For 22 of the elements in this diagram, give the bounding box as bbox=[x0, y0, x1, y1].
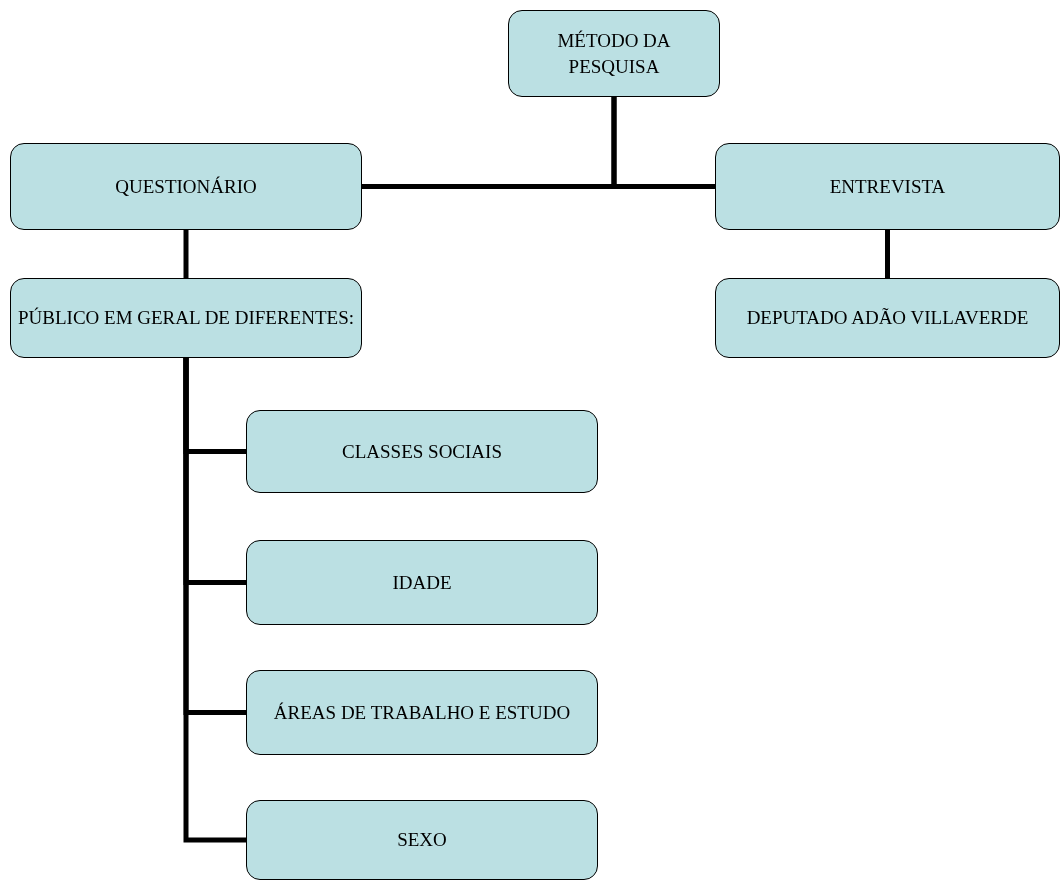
process-box bbox=[246, 800, 598, 880]
process-box bbox=[10, 278, 362, 358]
box-label: ÁREAS DE TRABALHO E ESTUDO bbox=[273, 700, 571, 725]
process-box bbox=[508, 10, 720, 97]
process-box bbox=[246, 670, 598, 755]
box-label: SEXO bbox=[397, 828, 447, 852]
process-box bbox=[715, 143, 1060, 230]
connector-line bbox=[183, 230, 189, 278]
connector-line bbox=[611, 97, 715, 189]
connector-line bbox=[885, 230, 890, 278]
box-label: MÉTODO DA PESQUISA bbox=[556, 28, 672, 79]
box-label: PÚBLICO EM GERAL DE DIFERENTES: bbox=[18, 306, 354, 330]
box-label: DEPUTADO ADÃO VILLAVERDE bbox=[746, 306, 1029, 330]
process-box bbox=[246, 410, 598, 493]
box-label: IDADE bbox=[392, 570, 452, 595]
connector-line bbox=[183, 358, 246, 843]
box-label: QUESTIONÁRIO bbox=[115, 174, 257, 199]
box-label: CLASSES SOCIAIS bbox=[342, 439, 502, 464]
box-label: ENTREVISTA bbox=[829, 174, 946, 199]
process-box bbox=[715, 278, 1060, 358]
process-box bbox=[246, 540, 598, 625]
process-box bbox=[10, 143, 362, 230]
